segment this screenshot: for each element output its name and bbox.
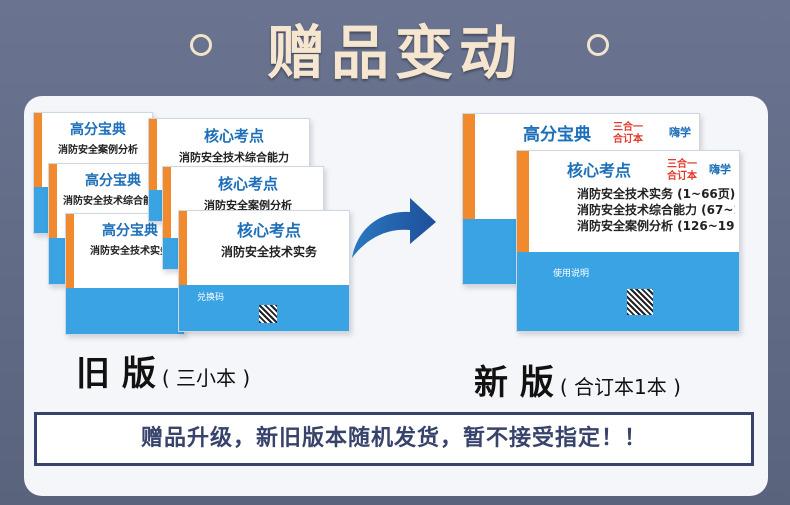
redeem-code-label: 兑换码 <box>197 293 225 303</box>
old-version-note: ( 三小本 ) <box>161 366 251 390</box>
qr-code <box>627 289 653 315</box>
book-subtitle: 消防安全技术实务 <box>220 245 317 259</box>
book-subtitle: 消防安全案例分析 <box>204 199 292 212</box>
old-version-label: 旧 版( 三小本 ) <box>76 346 250 395</box>
new-book-front: 核心考点 三合一 合订本 嗨学 消防安全技术实务 (1~66页) 消防安全技术综… <box>516 150 740 332</box>
page-title: 赠品变动 <box>266 19 523 87</box>
book-heading: 核心考点 <box>567 161 632 180</box>
brand-logo: 嗨学 <box>709 163 731 176</box>
new-version-note: ( 合订本1本 ) <box>559 375 681 399</box>
book-subtitle: 消防安全案例分析 <box>58 145 138 156</box>
book-heading: 高分宝典 <box>85 173 141 189</box>
old-version-title: 旧 版 <box>76 354 156 394</box>
book-line-2: 消防安全技术综合能力 (67~125页) <box>577 203 735 217</box>
circle-decoration-right <box>587 34 609 56</box>
book-heading: 高分宝典 <box>523 125 591 145</box>
book-heading: 核心考点 <box>236 221 301 240</box>
qr-code <box>259 305 277 323</box>
book-tag: 三合一 合订本 <box>667 159 697 182</box>
book-heading: 核心考点 <box>203 127 264 145</box>
notice-banner: 赠品升级，新旧版本随机发货，暂不接受指定！！ <box>34 412 754 466</box>
book-line-3: 消防安全案例分析 (126~190页) <box>577 219 735 233</box>
curved-arrow-icon <box>352 198 436 258</box>
usage-label: 使用说明 <box>553 269 590 279</box>
circle-decoration-left <box>190 34 212 56</box>
book-heading: 核心考点 <box>217 175 278 193</box>
book-subtitle: 消防安全技术实务 <box>90 246 170 257</box>
book-subtitle: 消防安全技术综合能力 <box>179 151 289 164</box>
old-book-6: 核心考点 消防安全技术实务 兑换码 <box>178 210 350 332</box>
book-line-1: 消防安全技术实务 (1~66页) <box>577 187 735 201</box>
new-version-label: 新 版( 合订本1本 ) <box>474 355 681 404</box>
book-tag: 三合一 合订本 <box>613 122 643 145</box>
brand-logo: 嗨学 <box>669 126 691 139</box>
new-version-title: 新 版 <box>474 363 554 403</box>
book-subtitle: 消防安全技术综合能力 <box>63 196 163 207</box>
book-heading: 高分宝典 <box>70 122 126 138</box>
book-heading: 高分宝典 <box>102 223 158 239</box>
